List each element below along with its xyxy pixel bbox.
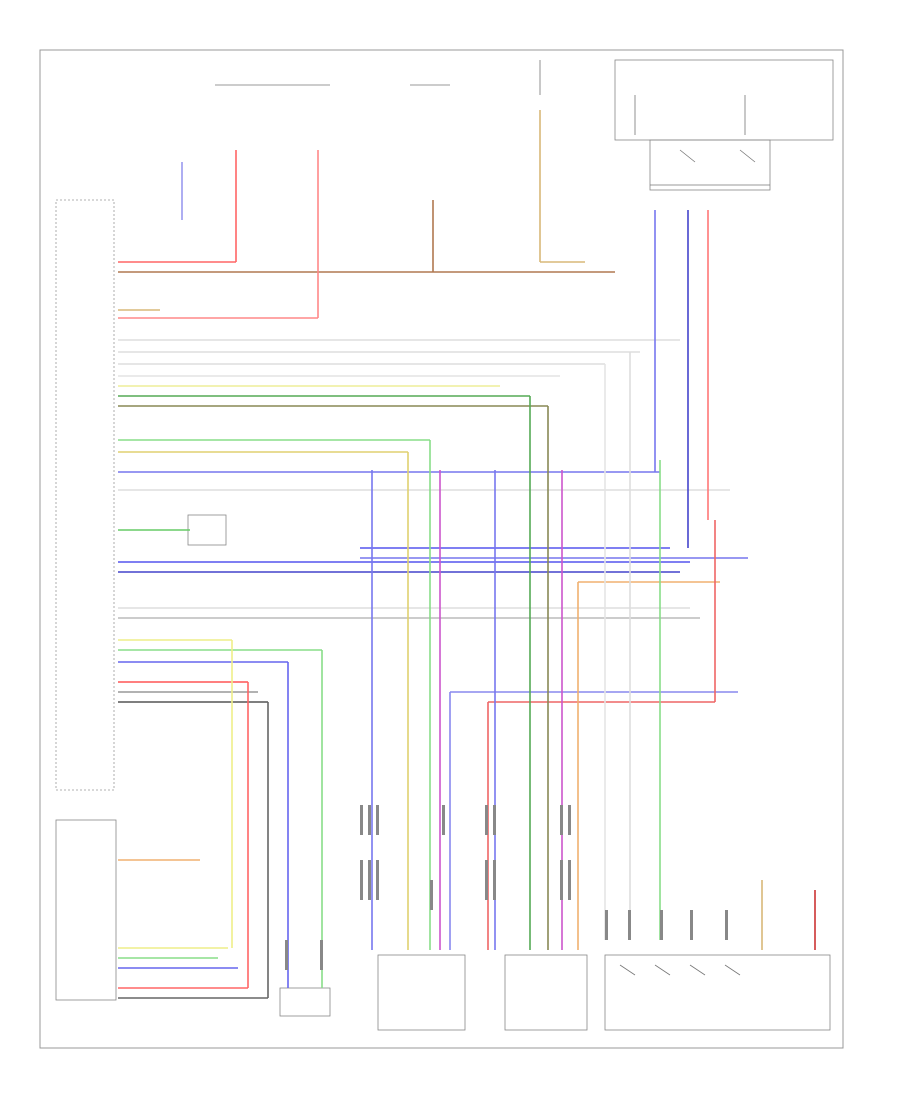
- diagram-frame: [39, 49, 844, 1049]
- switch-contact: [654, 964, 671, 976]
- lower-control-unit-box: [55, 819, 117, 1001]
- left-actuator-box: [377, 954, 466, 1031]
- connector-pin: [560, 860, 563, 900]
- connector-pin: [376, 805, 379, 835]
- connector-pin: [493, 805, 496, 835]
- connector-pin: [442, 805, 445, 835]
- connector-clusters: [285, 805, 728, 970]
- connector-pin: [690, 910, 693, 940]
- connector-pin: [368, 805, 371, 835]
- connector-pin: [568, 805, 571, 835]
- top-right-relay-box: [614, 59, 834, 141]
- right-actuator-box: [504, 954, 588, 1031]
- switch-contact: [679, 149, 696, 163]
- switch-contact: [739, 149, 756, 163]
- switch-contact: [724, 964, 741, 976]
- bottom-switch-box: [604, 954, 831, 1031]
- wire-group-horizontal: [118, 261, 748, 999]
- connector-pin: [560, 805, 563, 835]
- connector-pin: [368, 860, 371, 900]
- switch-contact: [689, 964, 706, 976]
- connector-pin: [320, 940, 323, 970]
- connector-pin: [628, 910, 631, 940]
- connector-pin: [568, 860, 571, 900]
- connector-pin: [285, 940, 288, 970]
- connector-pin: [360, 860, 363, 900]
- bottom-center-component: [279, 987, 331, 1017]
- connector-pin: [376, 860, 379, 900]
- connector-pin: [485, 805, 488, 835]
- switch-contact: [619, 964, 636, 976]
- connector-pin: [485, 860, 488, 900]
- connector-pin: [360, 805, 363, 835]
- switch-symbols: [215, 60, 770, 976]
- connector-pin: [430, 880, 433, 910]
- connector-pin: [725, 910, 728, 940]
- top-switch-assembly: [649, 139, 771, 191]
- middle-small-component: [187, 514, 227, 546]
- connector-pin: [660, 910, 663, 940]
- connector-pin: [605, 910, 608, 940]
- control-module-box: [55, 199, 115, 791]
- wire-group-vertical: [181, 110, 816, 998]
- connector-pin: [493, 860, 496, 900]
